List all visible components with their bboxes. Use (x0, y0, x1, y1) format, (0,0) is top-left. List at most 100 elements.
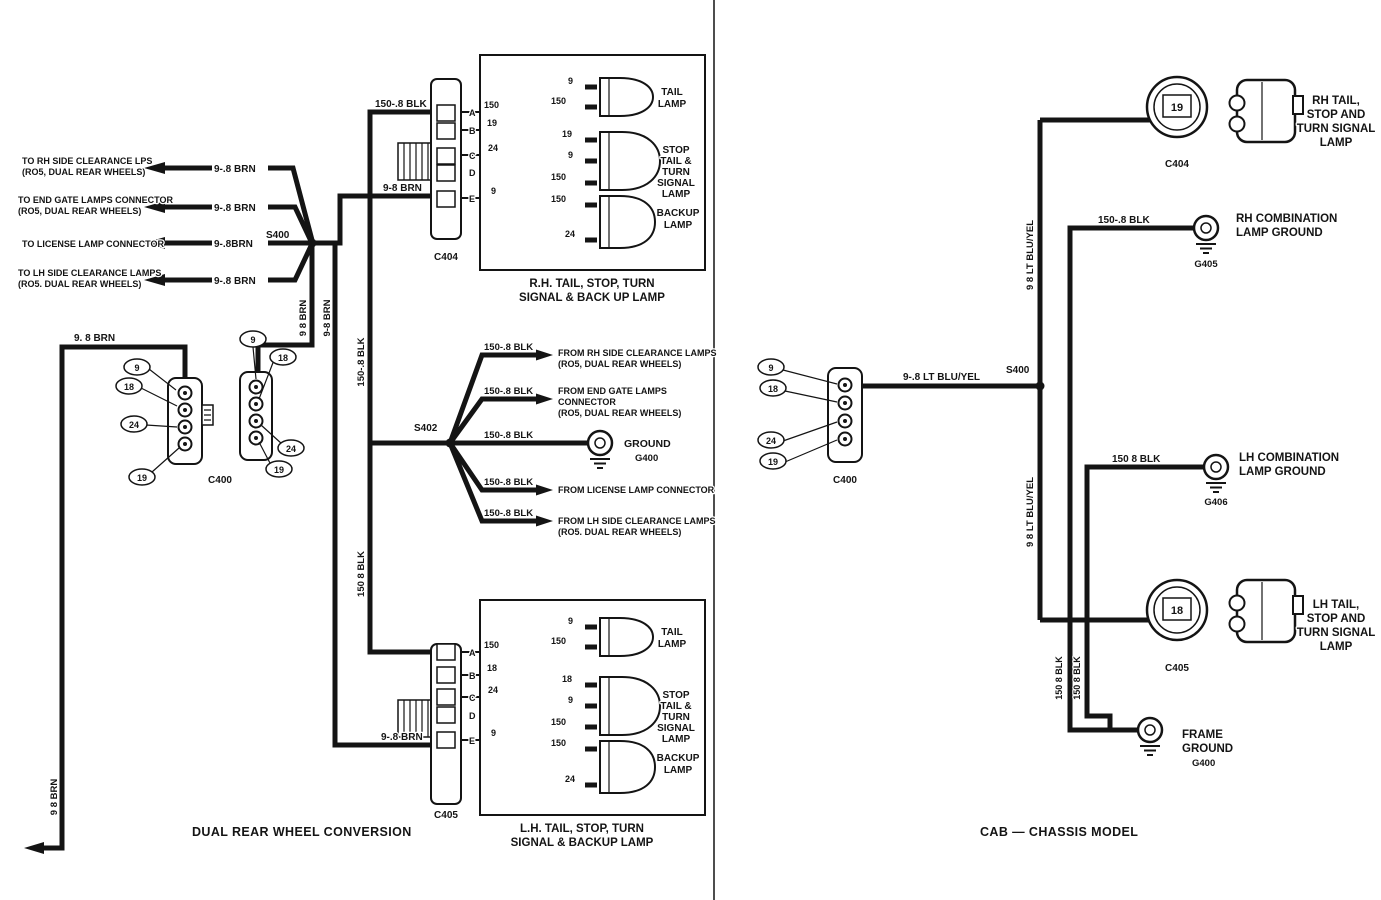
lamp-label: TURN SIGNAL (1297, 627, 1376, 639)
feed-label: (RO5, DUAL REAR WHEELS) (22, 167, 145, 177)
cavity-label: E (469, 736, 475, 746)
wire-label: 9. 8 BRN (74, 333, 115, 344)
cavity-label: D (469, 711, 476, 721)
left-panel-labels: TO RH SIDE CLEARANCE LPS (RO5, DUAL REAR… (17, 75, 718, 851)
wire-label: 9 8 LT BLU/YEL (1025, 220, 1036, 290)
wire-label: 150-.8 BLK (375, 99, 427, 110)
circuit-number: 150 (551, 96, 566, 106)
lh-lamp-socket-icon (1228, 578, 1304, 644)
wire-blk-lh-ground (1084, 464, 1204, 730)
bulb-label: STOP (662, 145, 689, 156)
wire-label: 150 8 BLK (1054, 656, 1064, 700)
box-caption: L.H. TAIL, STOP, TURN (520, 823, 644, 835)
arrow-left-icon (144, 237, 165, 249)
circuit-number: 9 (568, 695, 573, 705)
circuit-number: 24 (565, 229, 575, 239)
splice-label: S402 (414, 423, 438, 434)
wire-label: 9-.8 BRN (381, 732, 423, 743)
wire-label: 9-.8 BRN (214, 203, 256, 214)
connector-label: C404 (1165, 159, 1189, 170)
pin-label: 19 (1171, 102, 1183, 114)
branch-label: (RO5, DUAL REAR WHEELS) (558, 359, 681, 369)
pin-label: 19 (137, 473, 147, 483)
circuit-number: 9 (568, 150, 573, 160)
bulb-label: SIGNAL (657, 178, 695, 189)
wire-blk-trunk (367, 109, 431, 655)
bulb-label: LAMP (658, 99, 687, 110)
bulb-label: LAMP (664, 765, 693, 776)
wire-label: 9-.8 BRN (214, 276, 256, 287)
ground-label: RH COMBINATION (1236, 213, 1337, 225)
rh-lamp-socket-icon (1228, 78, 1304, 144)
branch-label: (RO5. DUAL REAR WHEELS) (558, 527, 681, 537)
splice-label: S400 (266, 230, 290, 241)
ground-ring-g406 (1202, 453, 1230, 493)
circuit-number: 18 (562, 674, 572, 684)
cavity-label: A (469, 648, 476, 658)
lamp-label: STOP AND (1307, 109, 1366, 121)
wire-label: 150 8 BLK (1072, 656, 1082, 700)
bulb-label: LAMP (664, 220, 693, 231)
wire-brn-to-c405 (332, 243, 431, 748)
wire-label: 9 8 BRN (298, 300, 309, 337)
connector-c404 (397, 78, 462, 240)
wire-label: 150-.8 BLK (356, 337, 367, 386)
stop-bulb-icon (599, 676, 662, 736)
bulb-label: BACKUP (657, 753, 700, 764)
lamp-label: TURN SIGNAL (1297, 123, 1376, 135)
ground-symbol-icon (1196, 243, 1216, 254)
wire-brn-to-c404 (312, 193, 431, 246)
connector-c404-round (1145, 75, 1209, 139)
wire-label: 150 8 BLK (1112, 454, 1161, 465)
panel-caption: DUAL REAR WHEEL CONVERSION (192, 825, 412, 839)
circuit-number: 9 (568, 616, 573, 626)
branch-label: FROM LICENSE LAMP CONNECTOR (558, 485, 715, 495)
pin-label: 24 (766, 436, 776, 446)
ground-label: LAMP GROUND (1239, 466, 1326, 478)
circuit-number: 150 (551, 194, 566, 204)
wire-label: 150-.8 BLK (484, 386, 533, 397)
ground-ring-g405 (1192, 214, 1220, 254)
connector-c405 (397, 643, 462, 805)
connector-label: C405 (1165, 663, 1189, 674)
arrow-left-icon (144, 274, 165, 286)
cavity-label: B (469, 126, 476, 136)
wire-label: 150 8 BLK (356, 551, 367, 597)
connector-label: C400 (208, 475, 232, 486)
bulb-label: TAIL & (660, 156, 691, 167)
circuit-number: 18 (487, 663, 497, 673)
arrow-right-icon (536, 484, 553, 496)
tail-bulb-icon (599, 617, 655, 657)
lamp-label: LAMP (1320, 641, 1353, 653)
ground-symbol-icon (590, 458, 610, 469)
pin-label: 18 (124, 382, 134, 392)
ground-label: LAMP GROUND (1236, 227, 1323, 239)
feed-label: (RO5, DUAL REAR WHEELS) (18, 206, 141, 216)
pin-label: 9 (134, 363, 139, 373)
pin-label: 18 (278, 353, 288, 363)
cavity-label: C (469, 151, 476, 161)
pin-label: 9 (768, 363, 773, 373)
wire-brn-far-left (44, 344, 188, 851)
pin-label: 18 (768, 384, 778, 394)
ground-code: G405 (1194, 259, 1218, 270)
bulb-label: BACKUP (657, 208, 700, 219)
ground-code: G400 (1192, 758, 1215, 769)
arrow-right-icon (536, 393, 553, 405)
circuit-number: 24 (488, 143, 498, 153)
wire-label: 9-8 BRN (383, 183, 422, 194)
pin-label: 24 (286, 444, 296, 454)
offpage-arrow-icons (24, 162, 553, 854)
bulb-label: LAMP (662, 189, 691, 200)
circuit-number: 24 (488, 685, 498, 695)
circuit-number: 19 (487, 118, 497, 128)
cavity-label: B (469, 671, 476, 681)
wire-runs (44, 109, 1204, 851)
bulb-label: STOP (662, 690, 689, 701)
bulb-label: LAMP (662, 734, 691, 745)
circuit-number: 150 (551, 738, 566, 748)
pin-label: 24 (129, 420, 139, 430)
branch-label: (RO5, DUAL REAR WHEELS) (558, 408, 681, 418)
arrow-right-icon (536, 349, 553, 361)
